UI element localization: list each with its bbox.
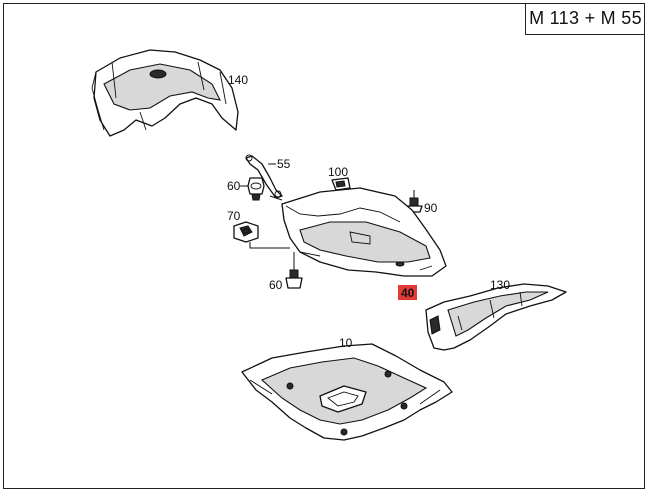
part-60-nut-upper[interactable] xyxy=(247,177,265,201)
part-40-middle-panel[interactable] xyxy=(281,187,447,277)
callout-140: 140 xyxy=(228,73,248,87)
callout-130: 130 xyxy=(490,278,510,292)
part-140-engine-cover[interactable] xyxy=(91,49,239,137)
callout-70: 70 xyxy=(227,209,241,223)
diagram-title: M 113 + M 55 xyxy=(525,3,645,35)
part-70-clip[interactable] xyxy=(233,221,259,243)
callout-40-highlight xyxy=(398,285,417,300)
part-130-side-cover[interactable] xyxy=(425,283,567,351)
part-55-bracket[interactable] xyxy=(245,154,283,199)
callout-90: 90 xyxy=(424,201,438,215)
part-100-clip[interactable] xyxy=(331,177,351,201)
callout-40: 40 xyxy=(401,286,415,300)
diagram-frame xyxy=(3,3,645,489)
callout-labels: 140 55 60 100 90 70 60 40 130 10 xyxy=(227,73,510,350)
callout-60-lower: 60 xyxy=(269,278,283,292)
callout-10: 10 xyxy=(339,336,353,350)
callout-60-upper: 60 xyxy=(227,179,241,193)
leader-lines xyxy=(240,163,290,249)
callout-100: 100 xyxy=(328,165,348,179)
part-60-nut-lower[interactable] xyxy=(285,252,303,289)
part-10-main-plate[interactable] xyxy=(241,343,453,441)
callout-55: 55 xyxy=(277,157,291,171)
